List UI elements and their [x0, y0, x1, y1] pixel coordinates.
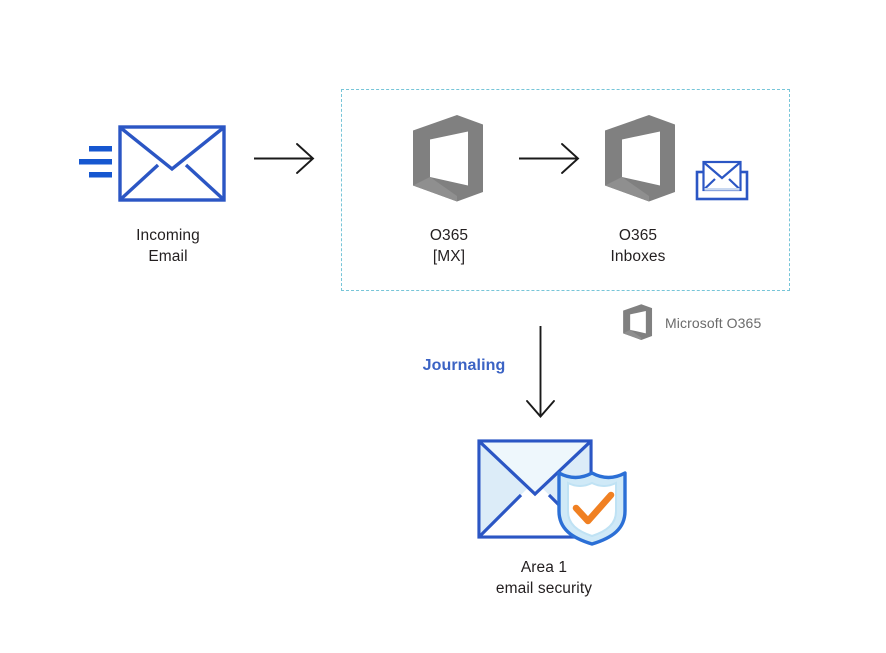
journaling-edge-label: Journaling: [422, 357, 506, 374]
o365-inboxes-label-line1: O365: [618, 227, 658, 244]
office365-logo-icon: [605, 115, 675, 202]
envelope-icon: [118, 125, 226, 202]
o365-boundary-region: [341, 89, 790, 291]
legend-label-microsoft-o365: Microsoft O365: [665, 315, 762, 331]
arrow-mx-to-inboxes: [519, 143, 580, 174]
motion-lines-icon: [79, 146, 112, 178]
office365-logo-icon: [623, 304, 653, 340]
area1-label-line2: email security: [495, 580, 593, 597]
arrow-incoming-to-mx: [254, 143, 315, 174]
open-envelope-icon: [695, 160, 749, 201]
o365-mx-label-line1: O365: [429, 227, 469, 244]
o365-mx-label-line2: [MX]: [432, 248, 466, 265]
office365-logo-icon: [413, 115, 483, 202]
area1-label-line1: Area 1: [520, 559, 568, 576]
incoming-email-label-line1: Incoming: [136, 227, 200, 244]
incoming-email-label-line2: Email: [148, 248, 188, 265]
arrow-inboxes-to-area1: [526, 326, 555, 418]
envelope-shield-check-icon: [477, 439, 627, 546]
o365-inboxes-label-line2: Inboxes: [610, 248, 666, 265]
